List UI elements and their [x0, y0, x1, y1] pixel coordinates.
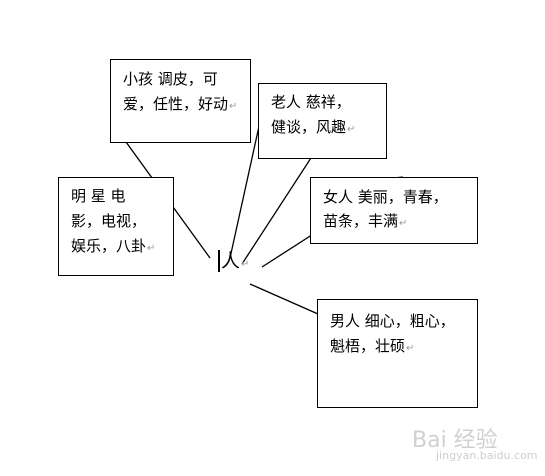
box-star-line-1: 明 星 电	[71, 187, 126, 205]
box-woman: 女人 美丽，青春， 苗条，丰满↵	[310, 177, 478, 244]
box-child-line-1: 小孩 调皮，可	[123, 70, 218, 88]
box-elder-line-2: 健谈，风趣↵	[271, 118, 356, 136]
paragraph-mark: ↵	[347, 124, 356, 135]
box-star: 明 星 电 影，电视， 娱乐，八卦↵	[58, 177, 174, 276]
box-man-line-1: 男人 细心，粗心，	[330, 312, 455, 330]
box-child-line-2: 爱，任性，好动↵	[123, 95, 238, 113]
paragraph-mark: ↵	[147, 243, 156, 254]
box-star-line-2: 影，电视，	[71, 212, 147, 230]
watermark-logo: Bai 经验	[412, 428, 498, 453]
box-woman-line-1: 女人 美丽，青春，	[323, 188, 448, 206]
watermark-url: jingyan.baidu.com	[436, 449, 538, 462]
box-man: 男人 细心，粗心， 魁梧，壮硕↵	[317, 299, 478, 408]
paragraph-mark: ↵	[241, 259, 250, 270]
box-elder-line-1: 老人 慈祥，	[271, 93, 351, 111]
box-woman-line-2: 苗条，丰满↵	[323, 212, 408, 230]
text-cursor	[218, 250, 220, 272]
center-node: 人↵	[221, 250, 249, 276]
box-star-line-3: 娱乐，八卦↵	[71, 237, 156, 255]
center-label: 人	[221, 250, 241, 272]
paragraph-mark: ↵	[229, 101, 238, 112]
box-elder: 老人 慈祥， 健谈，风趣↵	[258, 83, 387, 159]
paragraph-mark: ↵	[406, 343, 415, 354]
box-man-line-2: 魁梧，壮硕↵	[330, 337, 415, 355]
box-child: 小孩 调皮，可 爱，任性，好动↵	[110, 59, 251, 143]
paragraph-mark: ↵	[399, 218, 408, 229]
